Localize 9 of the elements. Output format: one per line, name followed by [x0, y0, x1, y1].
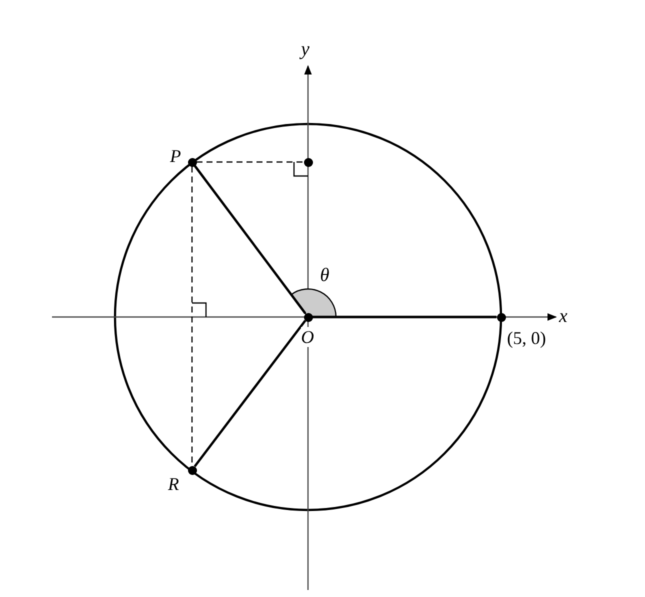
- dashed-line: [191, 166, 193, 466]
- point-label: O: [301, 327, 314, 347]
- dashed-line: [196, 161, 304, 163]
- axis-label: x: [559, 307, 568, 327]
- angle-label: θ: [320, 266, 330, 286]
- line-segment: [312, 316, 496, 318]
- axis-label: y: [301, 40, 310, 60]
- line-segment: [194, 164, 306, 314]
- line-segment: [194, 320, 306, 468]
